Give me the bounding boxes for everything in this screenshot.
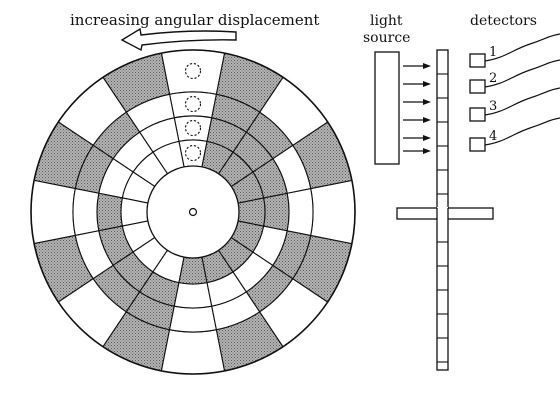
disk-axle [188, 207, 198, 217]
arrowhead-icon [423, 81, 431, 87]
light-source-label-line1: light [370, 13, 403, 29]
disk-segment [286, 187, 314, 237]
disk-rim [30, 49, 356, 375]
light-beams [403, 63, 431, 154]
disk-segment [173, 281, 213, 309]
detector-wire [484, 33, 560, 62]
detector-box [469, 137, 486, 152]
disk-segment [30, 179, 76, 245]
crossbar-center [437, 207, 448, 220]
arrowhead-icon [423, 135, 431, 141]
detector-number: 3 [489, 99, 497, 114]
arrowhead-icon [423, 117, 431, 123]
readout-position [184, 95, 202, 113]
light-source-box [374, 51, 400, 165]
detector-wire [484, 59, 560, 88]
disk-segment [160, 329, 226, 375]
direction-arrow-icon [120, 27, 237, 52]
disk-segment [262, 192, 290, 232]
arrowhead-icon [423, 148, 431, 154]
disk-segment [310, 179, 356, 245]
code-disk [30, 49, 356, 375]
readout-position [184, 119, 202, 137]
readout-position [184, 62, 202, 80]
light-source-label-line2: source [363, 30, 410, 46]
detector-box [469, 53, 486, 68]
detector-box [469, 79, 486, 94]
detector-number: 1 [489, 45, 497, 60]
detector-box [469, 107, 486, 122]
disk-segment [72, 187, 100, 237]
detector-number: 4 [489, 129, 497, 144]
disk-segment [96, 192, 124, 232]
detector-number: 2 [489, 71, 497, 86]
readout-position [184, 144, 202, 162]
disk-segment [168, 305, 218, 333]
direction-label: increasing angular displacement [70, 11, 319, 29]
detector-wire [484, 117, 560, 146]
detector-array: 1 2 3 4 [469, 33, 560, 152]
arrowhead-icon [423, 63, 431, 69]
arrowhead-icon [423, 99, 431, 105]
detector-wire [484, 87, 560, 116]
detectors-label: detectors [470, 13, 537, 29]
